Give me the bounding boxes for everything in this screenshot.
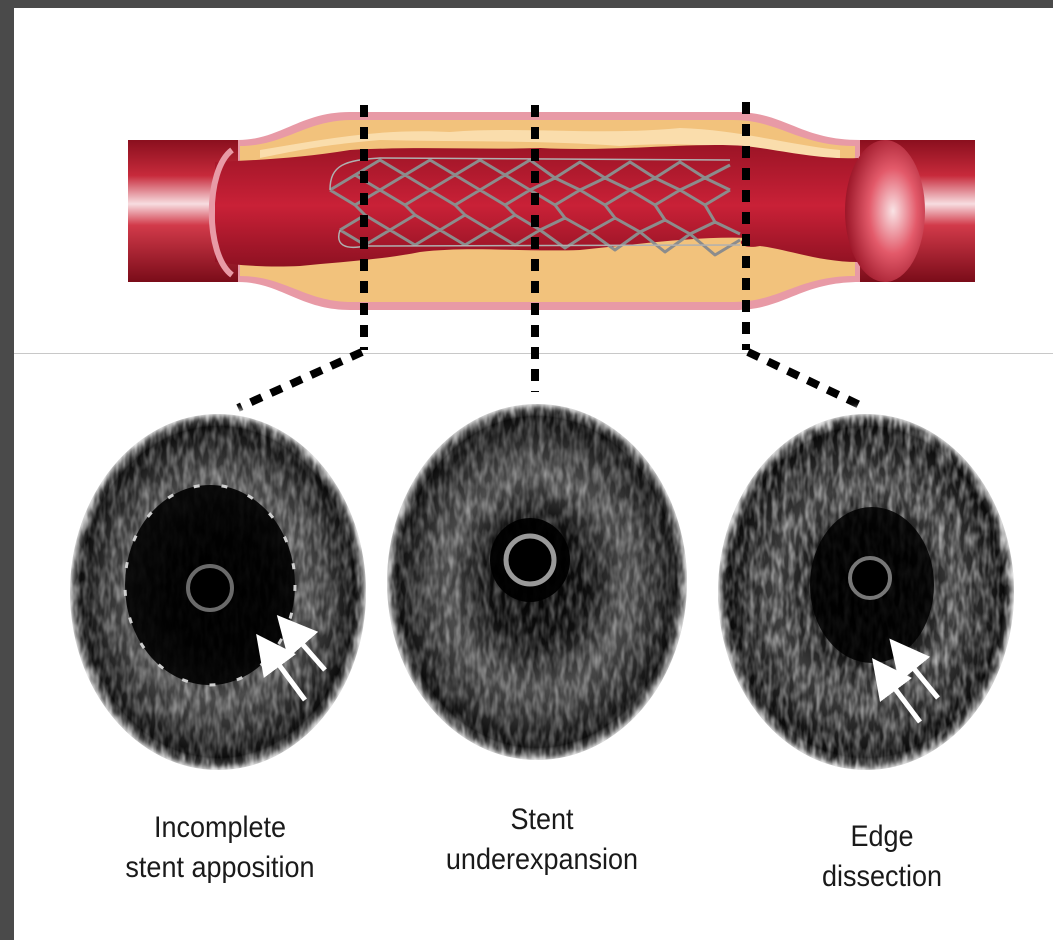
vessel-illustration bbox=[128, 112, 975, 310]
label-edge-dissection-line2: dissection bbox=[738, 857, 1026, 897]
label-underexpansion-line2: underexpansion bbox=[398, 840, 686, 880]
label-incomplete-apposition-line1: Incomplete bbox=[76, 808, 364, 848]
label-underexpansion-line1: Stent bbox=[398, 800, 686, 840]
ivus-image-edge-dissection bbox=[710, 400, 1030, 780]
ivus-image-underexpansion bbox=[380, 390, 700, 770]
guide-line-right-diagonal bbox=[748, 352, 866, 408]
ivus-image-incomplete-apposition bbox=[60, 400, 380, 780]
vessel-right-opening bbox=[845, 140, 925, 282]
label-edge-dissection: Edge dissection bbox=[738, 817, 1026, 897]
guide-line-left-diagonal bbox=[238, 352, 362, 408]
label-incomplete-apposition: Incomplete stent apposition bbox=[76, 808, 364, 888]
label-incomplete-apposition-line2: stent apposition bbox=[76, 848, 364, 888]
label-edge-dissection-line1: Edge bbox=[738, 817, 1026, 857]
label-underexpansion: Stent underexpansion bbox=[398, 800, 686, 880]
